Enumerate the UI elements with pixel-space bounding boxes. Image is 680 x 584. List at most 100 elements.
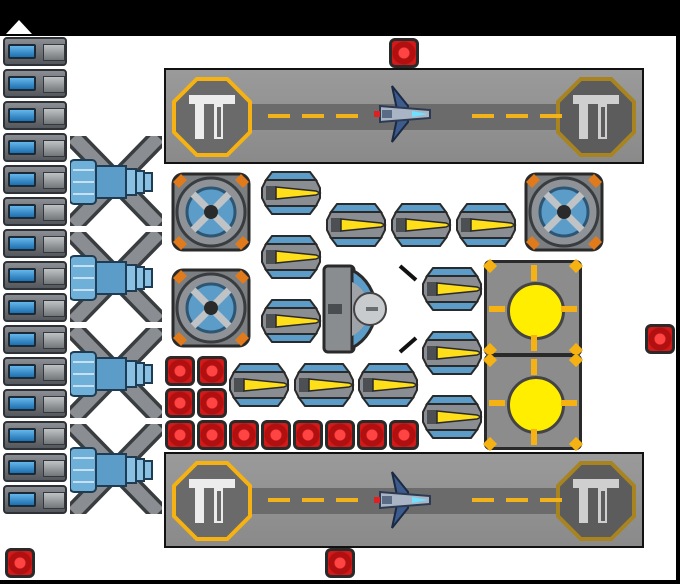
turret-module[interactable] <box>421 394 483 440</box>
battery-cell-icon <box>8 492 36 507</box>
battery-module[interactable] <box>3 165 67 194</box>
battery-cap <box>43 300 65 317</box>
reactor-module[interactable] <box>522 170 606 254</box>
battery-cell-icon <box>8 236 36 251</box>
runway-dash <box>472 114 494 118</box>
battery-module[interactable] <box>3 101 67 130</box>
runway-dash <box>302 498 324 502</box>
battery-cap <box>43 364 65 381</box>
turret-module[interactable] <box>293 362 355 408</box>
reactor-module[interactable] <box>169 170 253 254</box>
battery-cap <box>43 140 65 157</box>
turret-module[interactable] <box>260 234 322 280</box>
red-block-module[interactable] <box>229 420 259 450</box>
turret-module[interactable] <box>357 362 419 408</box>
battery-cell-icon <box>8 204 36 219</box>
runway-dash <box>302 114 324 118</box>
red-block-module[interactable] <box>165 420 195 450</box>
battery-module[interactable] <box>3 37 67 66</box>
scroll-up-arrow-icon[interactable] <box>6 20 32 34</box>
battery-cap <box>43 460 65 477</box>
reactor-module[interactable] <box>169 266 253 350</box>
battery-module[interactable] <box>3 357 67 386</box>
yellow-core-module[interactable] <box>482 258 584 358</box>
landing-pad-left-icon <box>172 77 252 157</box>
battery-cell-icon <box>8 460 36 475</box>
battery-cell-icon <box>8 108 36 123</box>
battery-module[interactable] <box>3 389 67 418</box>
battery-cell-icon <box>8 332 36 347</box>
frame-bottom-border <box>0 580 680 584</box>
red-block-module[interactable] <box>357 420 387 450</box>
runway-dash <box>268 498 290 502</box>
turret-module[interactable] <box>325 202 387 248</box>
red-block-module[interactable] <box>325 420 355 450</box>
red-block-module[interactable] <box>261 420 291 450</box>
turret-module[interactable] <box>228 362 290 408</box>
battery-cell-icon <box>8 140 36 155</box>
cross-thruster-module[interactable] <box>70 136 162 226</box>
battery-cell-icon <box>8 76 36 91</box>
cross-thruster-module[interactable] <box>70 424 162 514</box>
docked-fighter-ship-icon[interactable] <box>372 84 432 144</box>
docked-fighter-ship-icon[interactable] <box>372 470 432 530</box>
top-bar <box>0 0 680 36</box>
yellow-core-module[interactable] <box>482 352 584 452</box>
battery-module[interactable] <box>3 293 67 322</box>
cross-thruster-module[interactable] <box>70 232 162 322</box>
battery-module[interactable] <box>3 69 67 98</box>
battery-cap <box>43 268 65 285</box>
battery-module[interactable] <box>3 197 67 226</box>
red-block-module[interactable] <box>389 38 419 68</box>
battery-cell-icon <box>8 428 36 443</box>
red-block-module[interactable] <box>197 356 227 386</box>
red-block-module[interactable] <box>165 388 195 418</box>
runway-dash <box>472 498 494 502</box>
red-block-module[interactable] <box>389 420 419 450</box>
runway-dash <box>268 114 290 118</box>
battery-module[interactable] <box>3 453 67 482</box>
battery-cap <box>43 204 65 221</box>
red-block-module[interactable] <box>325 548 355 578</box>
battery-cap <box>43 172 65 189</box>
yellow-core-light <box>507 282 565 340</box>
hangar-bay-bottom[interactable] <box>164 452 644 548</box>
landing-pad-right-icon <box>556 461 636 541</box>
battery-module[interactable] <box>3 325 67 354</box>
battery-module[interactable] <box>3 261 67 290</box>
turret-module[interactable] <box>455 202 517 248</box>
battery-cell-icon <box>8 268 36 283</box>
turret-module[interactable] <box>390 202 452 248</box>
battery-cap <box>43 236 65 253</box>
runway-dash <box>336 114 358 118</box>
cross-thruster-module[interactable] <box>70 328 162 418</box>
runway-dash <box>540 114 562 118</box>
runway-dash <box>506 114 528 118</box>
battery-module[interactable] <box>3 229 67 258</box>
red-block-module[interactable] <box>645 324 675 354</box>
turret-module[interactable] <box>260 298 322 344</box>
battery-cap <box>43 428 65 445</box>
battery-cell-icon <box>8 396 36 411</box>
red-block-module[interactable] <box>5 548 35 578</box>
battery-module[interactable] <box>3 133 67 162</box>
red-block-module[interactable] <box>293 420 323 450</box>
yellow-core-light <box>507 376 565 434</box>
red-block-module[interactable] <box>197 388 227 418</box>
battery-cap <box>43 492 65 509</box>
red-block-module[interactable] <box>197 420 227 450</box>
battery-module[interactable] <box>3 421 67 450</box>
command-dome-module[interactable] <box>322 264 418 354</box>
turret-module[interactable] <box>421 266 483 312</box>
frame-right-border <box>676 36 680 584</box>
red-block-module[interactable] <box>165 356 195 386</box>
battery-cap <box>43 332 65 349</box>
runway-dash <box>336 498 358 502</box>
runway-dash <box>540 498 562 502</box>
hangar-bay-top[interactable] <box>164 68 644 164</box>
turret-module[interactable] <box>421 330 483 376</box>
turret-module[interactable] <box>260 170 322 216</box>
battery-cell-icon <box>8 364 36 379</box>
battery-module[interactable] <box>3 485 67 514</box>
